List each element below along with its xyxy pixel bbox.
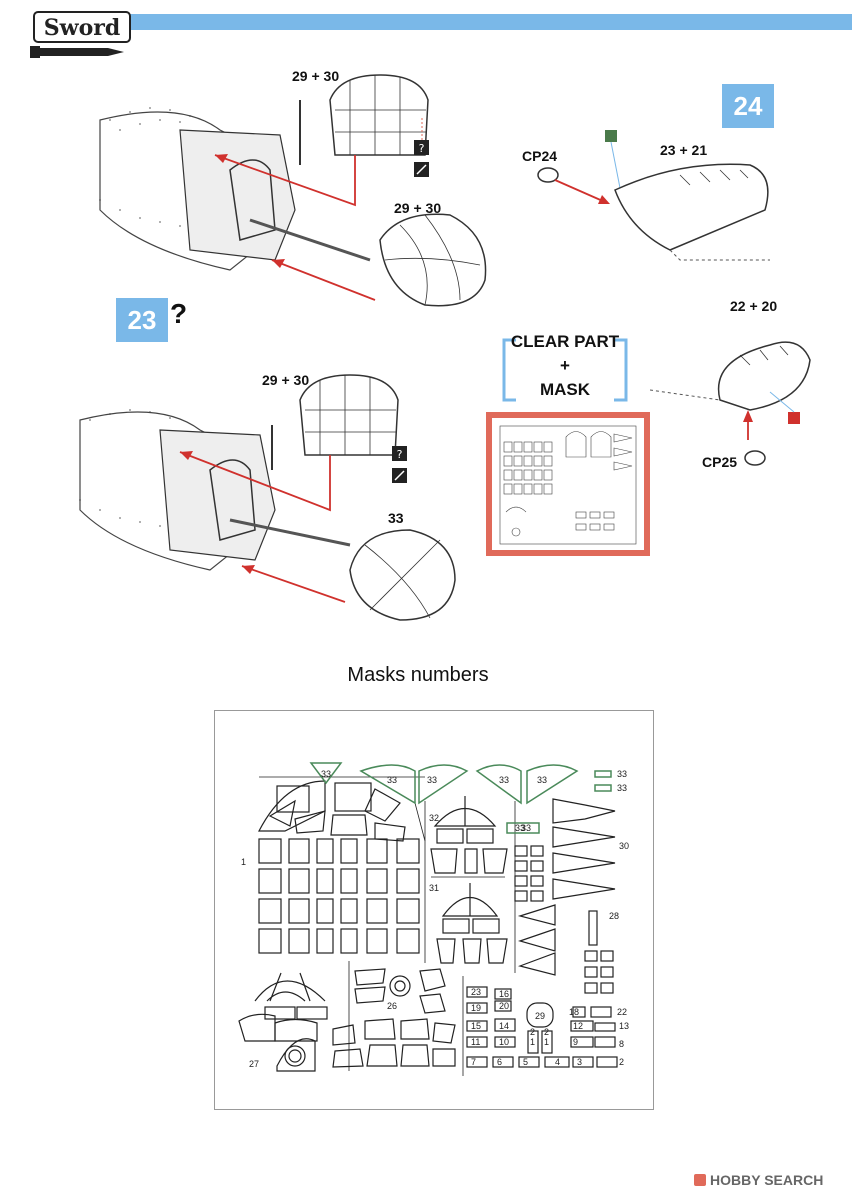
logo-text: Sword [44, 15, 120, 41]
svg-text:?: ? [419, 142, 425, 155]
icon-leader-upper [421, 118, 423, 142]
paint-icons-lower: ? [392, 446, 407, 483]
mask-number: 9 [573, 1037, 578, 1047]
mask-number: 18 [569, 1007, 579, 1017]
mask-number: 26 [387, 1001, 397, 1011]
mask-number: 13 [619, 1021, 629, 1031]
mask-number: 11 [471, 1037, 480, 1047]
mask-number: 1 [241, 857, 246, 867]
mask-number: 12 [573, 1021, 583, 1031]
label-29-30-b: 29 + 30 [394, 200, 442, 216]
mask-number: 4 [555, 1057, 560, 1067]
label-cp25: CP25 [702, 454, 738, 470]
mask-number: 19 [471, 1003, 481, 1013]
sword-logo: Sword [28, 4, 138, 64]
mask-number: 28 [609, 911, 619, 921]
label-23-21: 23 + 21 [660, 142, 708, 158]
label-29-30-a: 29 + 30 [292, 68, 340, 84]
mask-number: 1 [530, 1037, 535, 1047]
mask-number: 22 [617, 1007, 627, 1017]
mask-sheet-thumbnail [486, 412, 650, 556]
mask-number: 15 [471, 1021, 481, 1031]
watermark-icon [694, 1174, 706, 1186]
mask-number: 33 [427, 775, 437, 785]
step23-lower-drawing [79, 374, 456, 621]
mask-number: 2 [530, 1027, 535, 1037]
legend-bracket [502, 338, 628, 402]
label-cp24: CP24 [522, 148, 558, 164]
mask-number: 33 [521, 823, 531, 833]
mask-number: 14 [499, 1021, 509, 1031]
svg-text:?: ? [397, 448, 403, 461]
watermark: HOBBY SEARCH [694, 1172, 823, 1188]
mask-number: 33 [617, 783, 627, 793]
mask-number: 10 [499, 1037, 509, 1047]
masks-diagram: 3333333333333333323330131282316192029182… [238, 762, 629, 1076]
mask-number: 33 [515, 823, 525, 833]
header-bar [90, 14, 852, 30]
mask-number: 33 [321, 769, 331, 779]
mask-number: 2 [544, 1027, 549, 1037]
mask-number: 32 [429, 813, 439, 823]
mask-number: 33 [617, 769, 627, 779]
label-29-30-c: 29 + 30 [262, 372, 310, 388]
mask-number: 5 [523, 1057, 528, 1067]
mask-number: 7 [471, 1057, 476, 1067]
step24-wingtip-lower [650, 341, 811, 466]
mask-number: 23 [471, 987, 481, 997]
mask-number: 33 [537, 775, 547, 785]
mask-number: 6 [497, 1057, 502, 1067]
mask-number: 29 [535, 1011, 545, 1021]
masks-title: Masks numbers [347, 664, 489, 686]
legend-text: CLEAR PART + MASK [510, 332, 620, 399]
step-23-question: ? [170, 298, 188, 329]
label-33: 33 [388, 510, 404, 526]
mask-number: 2 [619, 1057, 624, 1067]
mask-number: 33 [387, 775, 397, 785]
paint-icons-upper: ? [414, 140, 429, 177]
step-23-badge: 23 [116, 298, 168, 342]
mask-number: 27 [249, 1059, 259, 1069]
label-22-20: 22 + 20 [730, 298, 778, 314]
mask-number: 1 [544, 1037, 549, 1047]
mask-number: 8 [619, 1039, 624, 1049]
mask-number: 16 [499, 989, 509, 999]
step23-upper-drawing [99, 74, 487, 307]
mask-number: 31 [429, 883, 439, 893]
step-24-badge: 24 [722, 84, 774, 128]
mask-number: 33 [499, 775, 509, 785]
mask-number: 3 [577, 1057, 582, 1067]
step24-wingtip-upper [537, 130, 770, 261]
mask-number: 20 [499, 1001, 509, 1011]
mask-number: 30 [619, 841, 629, 851]
